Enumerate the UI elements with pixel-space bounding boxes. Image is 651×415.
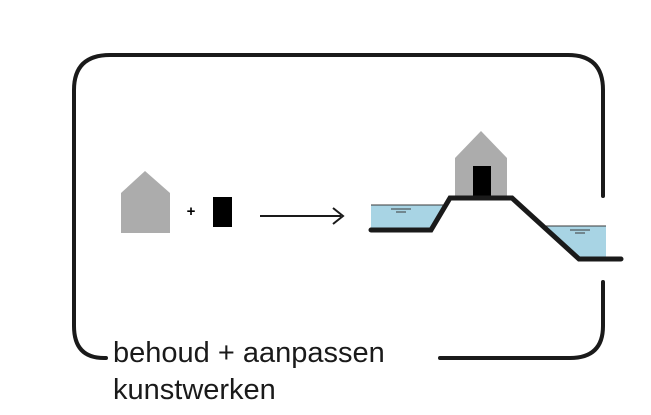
caption-line-1: behoud + aanpassen — [113, 336, 391, 370]
house-icon — [121, 171, 170, 233]
water-left — [371, 205, 445, 229]
black-block-icon — [213, 197, 232, 227]
right-arrow-icon — [332, 207, 345, 225]
dike-house-door — [473, 166, 491, 196]
dike-house-icon — [455, 131, 507, 197]
water-right — [545, 226, 606, 258]
plus-sign: + — [187, 203, 196, 220]
caption-line-2: kunstwerken — [113, 373, 282, 407]
dike-ground-profile — [368, 195, 624, 262]
frame-outline-bottom-right — [438, 280, 605, 360]
frame-outline — [72, 53, 605, 360]
